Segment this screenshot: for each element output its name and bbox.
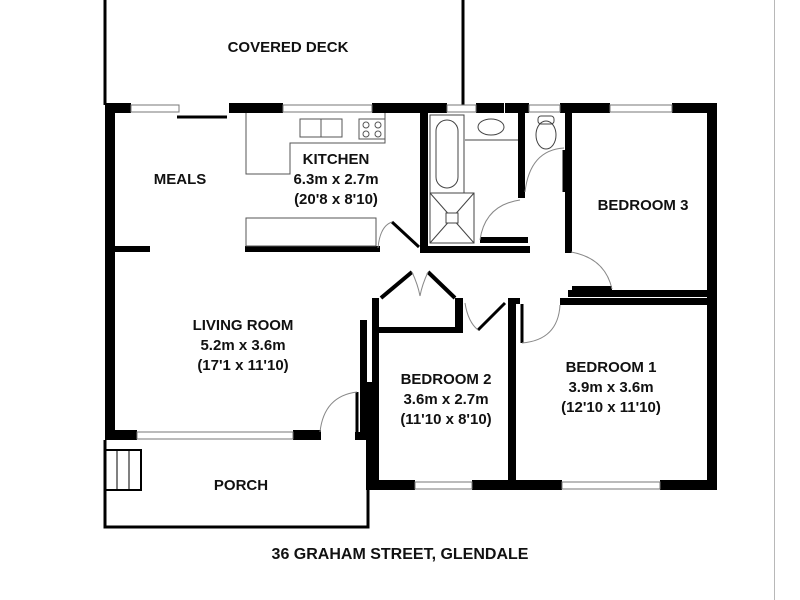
shower-icon xyxy=(429,192,475,244)
room-name: KITCHEN xyxy=(302,151,370,168)
room-name: PORCH xyxy=(213,477,269,494)
doors xyxy=(319,147,613,433)
room-bedroom3: BEDROOM 3 xyxy=(598,196,689,216)
covered-deck-outline xyxy=(103,0,465,105)
room-covered-deck: COVERED DECK xyxy=(228,38,349,58)
room-bedroom1: BEDROOM 1 3.9m x 3.6m (12'10 x 11'10) xyxy=(561,358,661,418)
steps-icon xyxy=(104,449,142,491)
basin-icon xyxy=(477,118,505,136)
room-name: BEDROOM 2 xyxy=(400,371,492,388)
page-edge-divider xyxy=(774,0,775,600)
room-name: LIVING ROOM xyxy=(192,317,294,334)
room-dims-metric: 5.2m x 3.6m xyxy=(200,337,286,354)
room-name: BEDROOM 1 xyxy=(565,359,657,376)
toilet-icon xyxy=(535,120,557,150)
porch xyxy=(103,440,370,529)
address-caption: 36 GRAHAM STREET, GLENDALE xyxy=(271,546,529,563)
room-porch: PORCH xyxy=(214,476,268,496)
room-dims-metric: 3.9m x 3.6m xyxy=(568,379,654,396)
wardrobe xyxy=(379,270,457,300)
windows xyxy=(130,104,673,490)
room-dims-metric: 6.3m x 2.7m xyxy=(293,171,379,188)
room-name: BEDROOM 3 xyxy=(597,197,689,214)
room-name: MEALS xyxy=(153,171,207,188)
cooktop-icon xyxy=(358,118,386,140)
room-dims-imperial: (20'8 x 8'10) xyxy=(294,191,378,208)
room-dims-imperial: (11'10 x 8'10) xyxy=(400,411,492,428)
room-meals: MEALS xyxy=(154,170,207,190)
room-dims-metric: 3.6m x 2.7m xyxy=(403,391,489,408)
room-dims-imperial: (17'1 x 11'10) xyxy=(197,357,289,374)
room-kitchen: KITCHEN 6.3m x 2.7m (20'8 x 8'10) xyxy=(293,150,378,210)
kitchen-benches xyxy=(245,113,386,247)
room-living: LIVING ROOM 5.2m x 3.6m (17'1 x 11'10) xyxy=(193,316,294,376)
bathtub-inner-icon xyxy=(435,119,459,189)
room-bedroom2: BEDROOM 2 3.6m x 2.7m (11'10 x 8'10) xyxy=(400,370,491,430)
room-dims-imperial: (12'10 x 11'10) xyxy=(561,399,661,416)
room-name: COVERED DECK xyxy=(227,39,349,56)
bathroom-fixtures xyxy=(429,114,557,244)
bath-icon xyxy=(429,114,465,194)
interior-walls xyxy=(105,113,713,490)
